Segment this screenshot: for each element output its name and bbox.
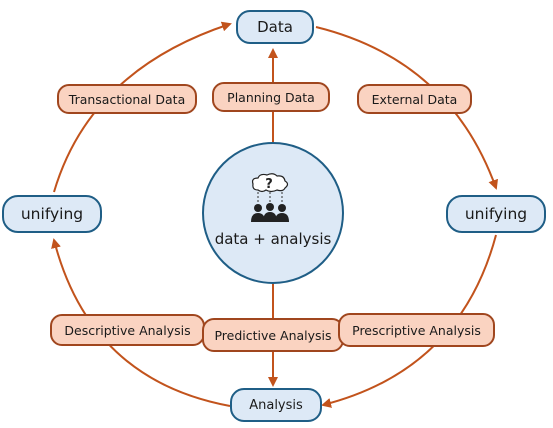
analysis-node: Analysis [230, 388, 322, 422]
prescriptive-analysis-label: Prescriptive Analysis [338, 313, 495, 347]
planning-data-label: Planning Data [212, 82, 330, 112]
external-data-label: External Data [357, 84, 472, 114]
unifying-right-node: unifying [446, 195, 546, 233]
question-mark: ? [265, 177, 273, 192]
descriptive-analysis-label: Descriptive Analysis [50, 314, 205, 346]
unifying-left-node: unifying [2, 195, 102, 233]
data-node: Data [236, 10, 314, 44]
predictive-analysis-label: Predictive Analysis [202, 318, 344, 352]
transactional-data-label: Transactional Data [57, 84, 197, 114]
arrow-data-to-unifying-right [315, 26, 498, 190]
center-circle [202, 142, 344, 284]
center-label: data + analysis [214, 230, 332, 248]
arrow-analysis-to-unifying-left [51, 238, 231, 407]
people-question-icon: ? [251, 173, 289, 222]
